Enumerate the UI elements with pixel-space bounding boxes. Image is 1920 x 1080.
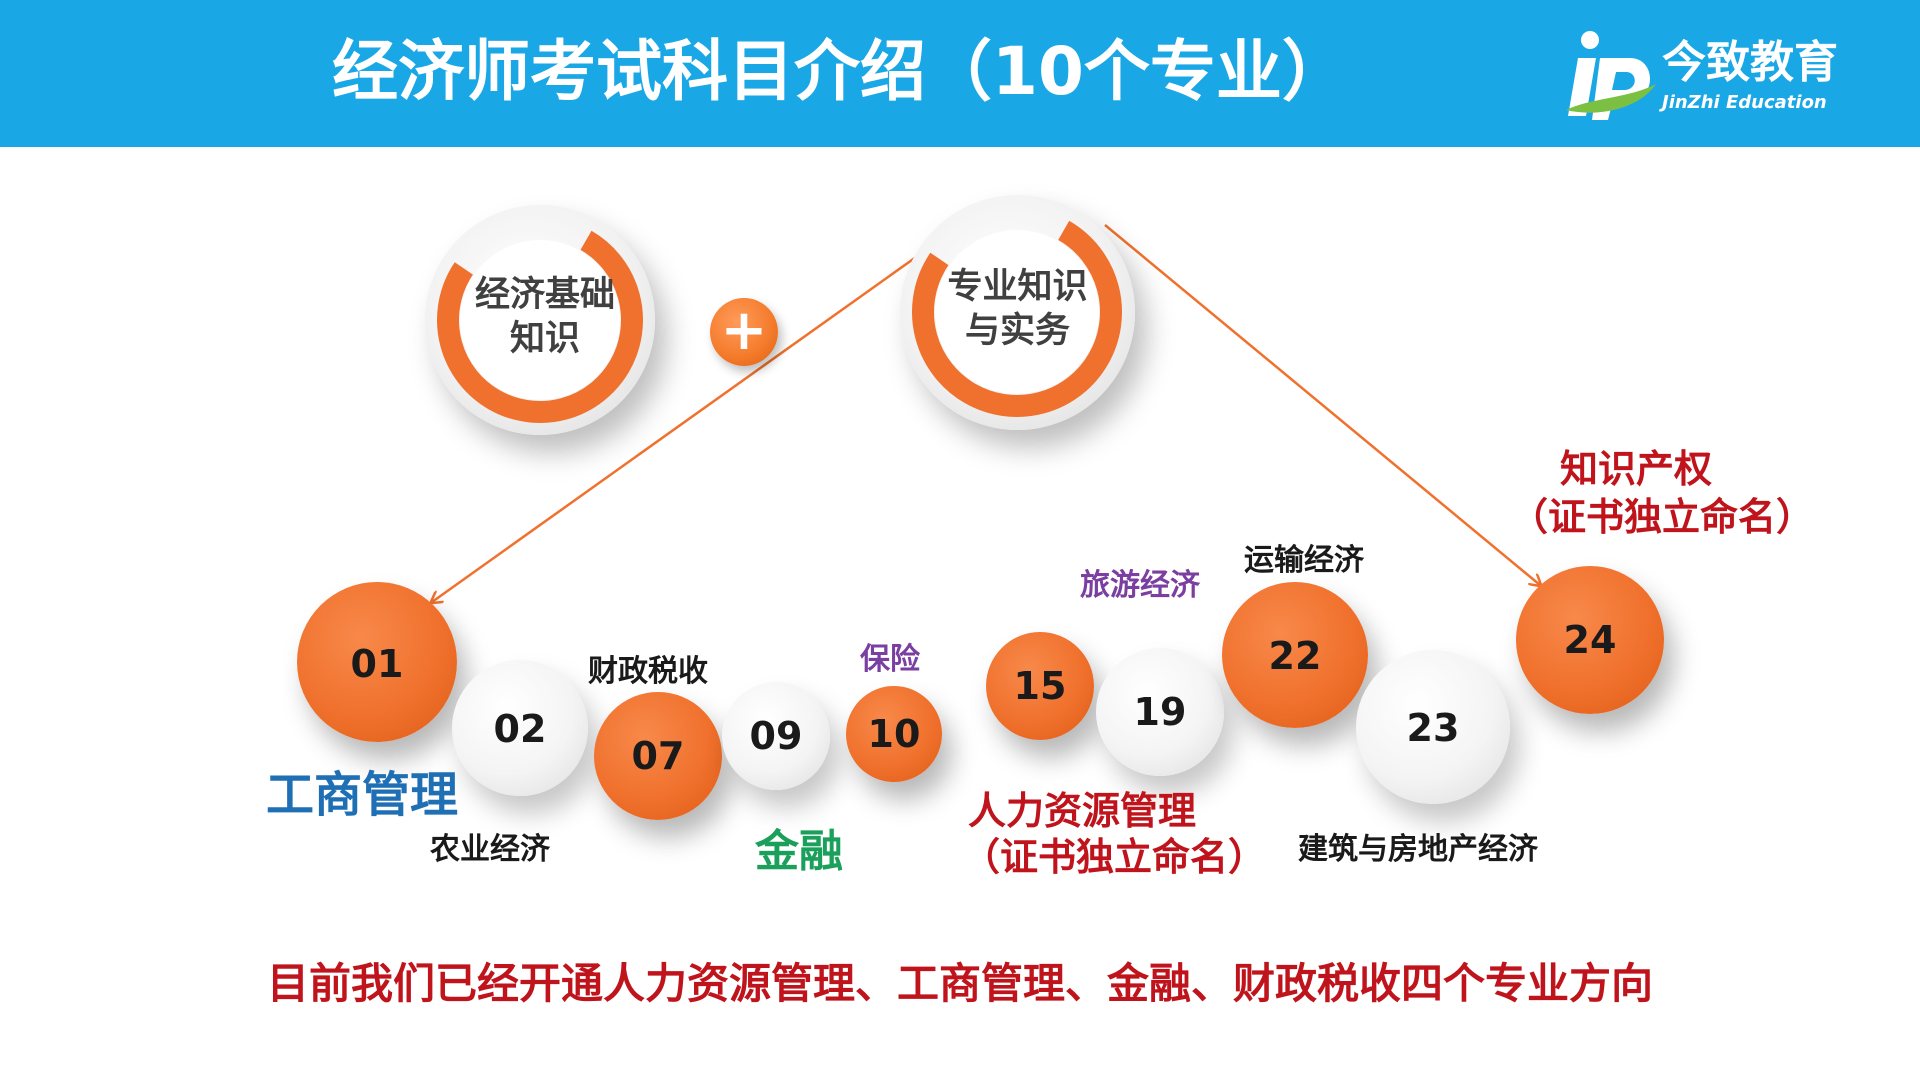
subject-ball-10: 10 [846, 686, 942, 782]
subject-ball-07: 07 [594, 692, 722, 820]
logo-text-en: JinZhi Education [1662, 92, 1827, 113]
label-finance: 金融 [755, 826, 843, 877]
ring-professional-knowledge: 专业知识 与实务 [900, 195, 1135, 430]
label-business-admin: 工商管理 [266, 767, 459, 823]
logo-text-cn: 今致教育 [1662, 37, 1838, 88]
plus-icon: + [710, 298, 778, 366]
ring-label: 专业知识 与实务 [947, 267, 1088, 351]
label-construction-realestate: 建筑与房地产经济 [1298, 832, 1538, 867]
subject-ball-24: 24 [1516, 566, 1664, 714]
label-intellectual-property-note: （证书独立命名） [1510, 495, 1815, 539]
logo: 今致教育 JinZhi Education [1560, 28, 1860, 123]
ring-arc-icon [437, 216, 643, 423]
ring-label: 经济基础 知识 [474, 275, 615, 359]
footer-note: 目前我们已经开通人力资源管理、工商管理、金融、财政税收四个专业方向 [266, 959, 1653, 1008]
ring-basic-knowledge: 经济基础 知识 [425, 205, 655, 435]
arrow-right [1104, 224, 1540, 585]
subject-ball-02: 02 [452, 660, 588, 796]
header-bar: 经济师考试科目介绍（10个专业） 今致教育 JinZhi Education [0, 0, 1920, 147]
subject-ball-19: 19 [1096, 648, 1224, 776]
subject-ball-15: 15 [986, 632, 1094, 740]
subject-ball-23: 23 [1356, 650, 1510, 804]
label-intellectual-property: 知识产权 [1560, 447, 1713, 491]
label-human-resources: 人力资源管理 [968, 789, 1197, 833]
page-title: 经济师考试科目介绍（10个专业） [332, 33, 1348, 110]
arrow-left [432, 238, 941, 602]
subject-ball-01: 01 [297, 582, 457, 742]
ring-arc-icon [912, 207, 1122, 417]
label-tourism-economy: 旅游经济 [1080, 568, 1200, 603]
label-human-resources-note: （证书独立命名） [962, 835, 1267, 879]
label-agricultural-economy: 农业经济 [430, 832, 550, 867]
subject-ball-22: 22 [1222, 582, 1368, 728]
subject-ball-09: 09 [722, 682, 830, 790]
label-insurance: 保险 [860, 642, 920, 677]
jinzhi-logo-icon [1566, 31, 1656, 120]
label-transport-economy: 运输经济 [1244, 543, 1364, 578]
label-finance-tax: 财政税收 [588, 654, 708, 689]
